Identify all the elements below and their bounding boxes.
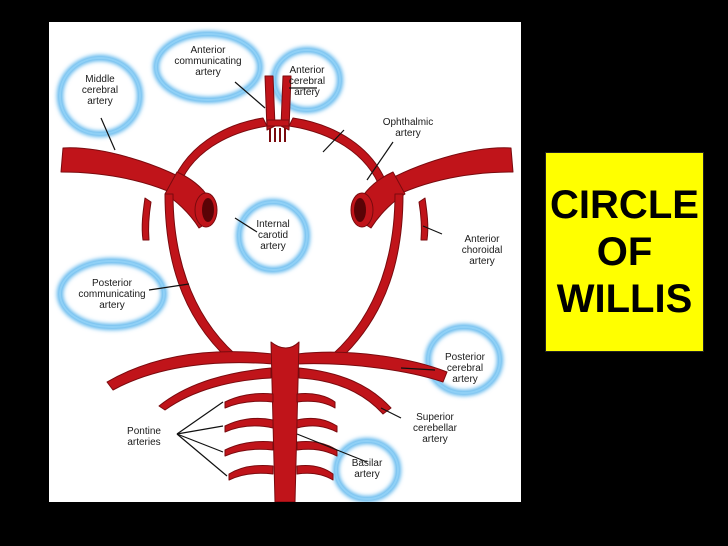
label-halos: [57, 31, 503, 502]
label-posterior-communicating-artery: Posterior communicating artery: [78, 278, 146, 311]
circle-of-willis-illustration: [57, 31, 514, 502]
title-card: CIRCLE OF WILLIS: [545, 152, 704, 352]
artery-network: [60, 75, 514, 502]
leader-lines: [100, 81, 443, 477]
anterior-cerebral-right: [280, 75, 292, 131]
label-internal-carotid-artery: Internal carotid artery: [256, 219, 290, 252]
slide-title: CIRCLE OF WILLIS: [550, 182, 699, 321]
label-anterior-communicating-artery: Anterior communicating artery: [174, 45, 242, 78]
label-ophthalmic-artery: Ophthalmic artery: [382, 117, 434, 139]
label-middle-cerebral-artery: Middle cerebral artery: [81, 74, 119, 107]
posterior-cerebral-left: [106, 351, 274, 391]
posterior-cerebral-right: [296, 351, 448, 383]
superior-cerebellar-right: [298, 367, 392, 415]
label-superior-cerebellar-artery: Superior cerebellar artery: [413, 412, 457, 445]
label-pontine-arteries: Pontine arteries: [127, 426, 161, 448]
label-anterior-cerebral-artery: Anterior cerebral artery: [288, 65, 326, 98]
superior-cerebellar-left: [158, 367, 272, 411]
anterior-communicating-vessel: [266, 119, 290, 127]
label-posterior-cerebral-artery: Posterior cerebral artery: [444, 352, 485, 385]
label-anterior-choroidal-artery: Anterior choroidal artery: [461, 234, 503, 267]
diagram-panel: Anterior communicating artery Anterior c…: [49, 22, 521, 502]
basilar-trunk: [270, 341, 300, 502]
label-basilar-artery: Basilar artery: [351, 458, 383, 480]
